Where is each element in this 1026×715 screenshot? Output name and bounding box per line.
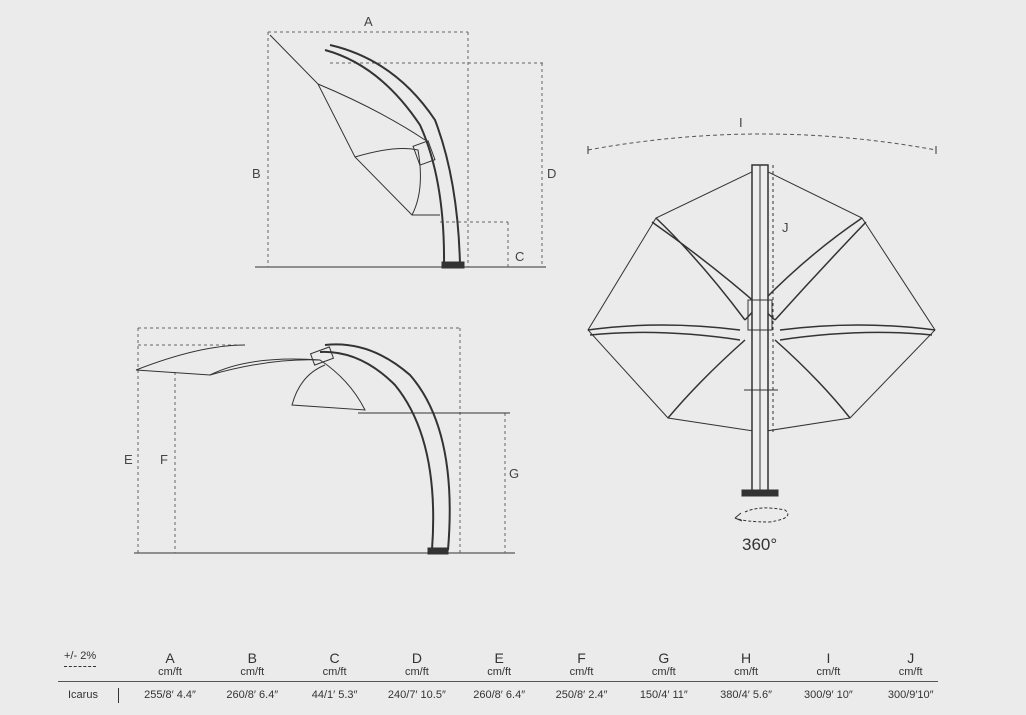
dim-label-a: A — [364, 14, 373, 29]
column-value: 150/4′ 11″ — [639, 689, 688, 701]
table-rule — [58, 681, 938, 682]
dim-label-e: E — [124, 452, 133, 467]
column-value: 380/4′ 5.6″ — [720, 689, 773, 701]
column-letter: J — [907, 650, 915, 666]
dim-label-b: B — [252, 166, 261, 181]
column-letter: F — [577, 650, 586, 666]
column-letter: B — [247, 650, 257, 666]
column-unit: cm/ft — [569, 666, 594, 678]
column-value: 260/8′ 6.4″ — [473, 689, 526, 701]
dim-label-c: C — [515, 249, 525, 264]
side-view-closed — [255, 31, 546, 269]
dim-label-i: I — [739, 115, 743, 130]
column-unit: cm/ft — [734, 666, 759, 678]
dim-label-f: F — [160, 452, 168, 467]
column-value: 250/8′ 2.4″ — [555, 689, 608, 701]
column-unit: cm/ft — [158, 666, 182, 678]
column-unit: cm/ft — [487, 666, 512, 678]
umbrella-diagrams — [134, 31, 937, 555]
tolerance-label: +/- 2% — [64, 650, 97, 662]
column-value: 255/8′ 4.4″ — [144, 689, 196, 701]
dim-label-g: G — [509, 466, 520, 481]
column-letter: H — [741, 650, 752, 666]
column-unit: cm/ft — [651, 666, 676, 678]
column-value: 44/1′ 5.3″ — [311, 689, 358, 701]
row-label: Icarus — [68, 689, 98, 701]
tolerance-icon — [64, 666, 96, 667]
row-divider — [118, 688, 119, 703]
column-letter: G — [658, 650, 670, 666]
column-value: 300/9′ 10″ — [804, 689, 853, 701]
column-value: 300/9′10″ — [887, 689, 934, 701]
rotation-label: 360° — [742, 535, 778, 554]
dim-label-j: J — [782, 220, 789, 235]
column-letter: I — [826, 650, 831, 666]
column-value: 260/8′ 6.4″ — [226, 689, 279, 701]
column-letter: E — [494, 650, 504, 666]
column-letter: D — [411, 650, 422, 666]
column-unit: cm/ft — [816, 666, 841, 678]
column-unit: cm/ft — [404, 666, 429, 678]
column-letter: C — [329, 650, 340, 666]
column-unit: cm/ft — [898, 666, 923, 678]
column-unit: cm/ft — [240, 666, 265, 678]
front-view — [587, 133, 937, 523]
side-view-open — [134, 327, 515, 555]
dim-label-d: D — [547, 166, 557, 181]
column-letter: A — [165, 650, 175, 666]
column-value: 240/7′ 10.5″ — [387, 689, 446, 701]
column-unit: cm/ft — [322, 666, 347, 678]
